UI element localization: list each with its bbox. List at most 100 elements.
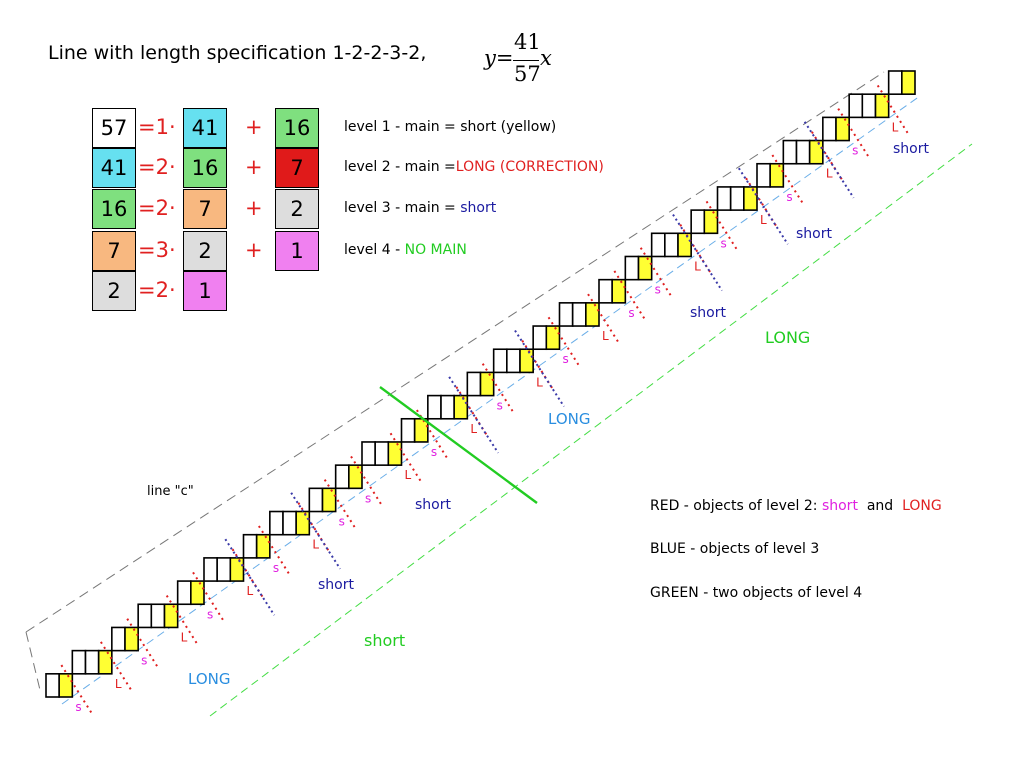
table-cell-c: 7 (275, 148, 319, 188)
table-operator: =2· (138, 196, 176, 220)
level2-short-label: s (339, 515, 345, 529)
yellow-pixel (874, 93, 890, 119)
table-operator: =2· (138, 278, 176, 302)
level2-short-label: s (431, 445, 437, 459)
level3-label: short (318, 577, 354, 593)
level2-short-label: s (141, 654, 147, 668)
white-pixel (111, 626, 126, 652)
level3-separator (290, 492, 341, 570)
white-pixel (690, 209, 706, 235)
page-title: Line with length specification 1-2-2-3-2… (48, 42, 427, 64)
level-description-highlight: NO MAIN (404, 242, 467, 258)
level3-label: short (415, 497, 451, 513)
white-pixel (729, 186, 745, 211)
table-operator: =2· (138, 155, 176, 179)
table-cell-a: 2 (92, 271, 136, 311)
legend-red-and: and (857, 498, 903, 514)
white-pixel (84, 649, 100, 675)
level3-label: short (796, 226, 832, 242)
yellow-pixel (611, 278, 627, 304)
level3-separator (672, 214, 723, 292)
white-pixel (361, 441, 376, 466)
white-pixel (861, 93, 877, 119)
yellow-pixel (321, 487, 337, 513)
yellow-pixel (348, 464, 363, 490)
white-pixel (887, 70, 903, 95)
equation-variable: x (540, 46, 552, 70)
level2-short-label: s (497, 399, 503, 413)
level2-long-label: L (312, 538, 319, 552)
yellow-pixel (835, 116, 850, 142)
white-pixel (269, 510, 284, 536)
white-pixel (71, 649, 87, 675)
legend-green: GREEN - two objects of level 4 (650, 585, 863, 601)
level2-long-label: L (760, 213, 767, 227)
level4-separator (379, 386, 538, 504)
level-description-text: level 3 - main = (344, 200, 461, 216)
white-pixel (598, 278, 613, 304)
level3-label: short (893, 141, 929, 157)
equation-lhs: y= (484, 46, 514, 70)
yellow-pixel (519, 348, 534, 374)
table-cell-a: 41 (92, 148, 136, 188)
level3-separator (224, 538, 276, 616)
yellow-pixel (545, 325, 561, 351)
level2-long-label: L (405, 468, 412, 482)
level-description-text: level 1 - main = short (yellow) (344, 119, 557, 135)
level-description-text: level 2 - main = (344, 159, 456, 175)
level-description-highlight: LONG (CORRECTION) (455, 159, 604, 175)
level3-separator (803, 121, 855, 199)
level3-separator (448, 376, 499, 454)
level-description: level 1 - main = short (yellow) (344, 119, 556, 135)
legend-red-prefix: RED - objects of level 2: (650, 498, 822, 514)
white-pixel (137, 603, 153, 629)
yellow-pixel (677, 232, 692, 258)
level2-long-label: L (826, 167, 833, 181)
table-operator: =3· (138, 238, 176, 262)
white-pixel (664, 232, 679, 258)
level2-short-label: s (628, 306, 634, 320)
white-pixel (400, 417, 416, 443)
white-pixel (427, 394, 442, 420)
white-pixel (506, 348, 521, 374)
yellow-pixel (769, 162, 785, 188)
line-c-edge (25, 631, 41, 691)
white-pixel (334, 464, 350, 490)
yellow-pixel (295, 510, 311, 536)
level3-guide-line (61, 95, 921, 705)
table-cell-b: 2 (183, 231, 227, 271)
table-cell-a: 57 (92, 108, 136, 148)
level2-short-label: s (75, 700, 81, 714)
table-plus: + (245, 196, 263, 220)
table-cell-b: 41 (183, 108, 227, 148)
level-description: level 2 - main =LONG (CORRECTION) (344, 159, 604, 175)
level-description: level 4 - NO MAIN (344, 242, 467, 258)
level-description: level 3 - main = short (344, 200, 496, 216)
white-pixel (756, 162, 771, 188)
white-pixel (440, 394, 455, 420)
level2-long-label: L (247, 584, 254, 598)
level-description-highlight: short (460, 200, 497, 216)
white-pixel (242, 533, 258, 559)
white-pixel (492, 348, 508, 374)
level2-long-label: L (694, 259, 701, 273)
level2-long-label: L (536, 375, 543, 389)
white-pixel (466, 371, 482, 397)
table-cell-a: 7 (92, 231, 136, 271)
level2-short-label: s (365, 491, 371, 505)
level3-separator (514, 329, 565, 408)
white-pixel (308, 487, 324, 513)
yellow-pixel (585, 302, 600, 327)
level4-label: short (364, 631, 405, 650)
white-pixel (822, 116, 837, 142)
yellow-pixel (387, 441, 403, 466)
level3-separator (737, 167, 789, 245)
yellow-pixel (163, 603, 179, 629)
level2-short-label: s (273, 561, 279, 575)
table-cell-b: 1 (183, 271, 227, 311)
table-cell-a: 16 (92, 189, 136, 229)
table-cell-c: 1 (275, 231, 319, 271)
yellow-pixel (255, 533, 271, 559)
yellow-pixel (453, 394, 469, 420)
